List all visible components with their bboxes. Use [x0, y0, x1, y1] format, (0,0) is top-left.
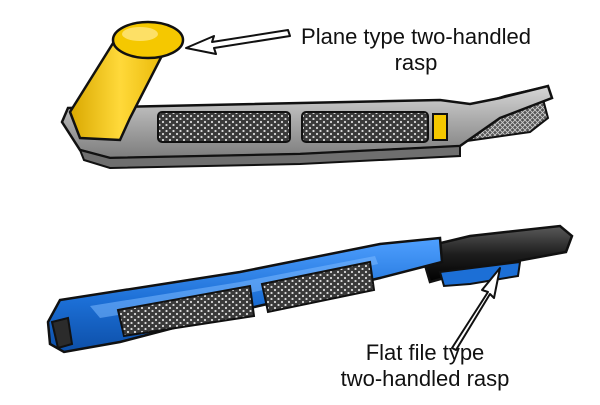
flat-rasp-label-line2: two-handled rasp	[340, 366, 510, 391]
plane-rasp-label-line1: Plane type two-handled	[301, 24, 531, 49]
flat-rasp-blade-right	[260, 260, 376, 314]
flat-rasp-handle	[418, 224, 574, 284]
flat-rasp-front-clip	[50, 316, 74, 350]
plane-rasp-callout-arrow	[185, 29, 291, 55]
plane-rasp-blade-left	[157, 111, 291, 143]
flat-rasp-label-line1: Flat file type	[365, 340, 485, 365]
plane-rasp-base	[78, 144, 461, 170]
flat-rasp-label: Flat file type two-handled rasp	[300, 340, 550, 392]
flat-rasp-callout-arrow	[451, 267, 501, 351]
plane-rasp-label-line2: rasp	[394, 50, 438, 75]
plane-rasp-clip	[432, 113, 448, 141]
flat-rasp-icon	[46, 224, 574, 354]
plane-rasp-blade-right	[301, 111, 429, 143]
plane-rasp-icon	[60, 20, 554, 170]
flat-rasp-blade-left	[116, 284, 256, 338]
plane-rasp-label: Plane type two-handled rasp	[296, 24, 536, 76]
